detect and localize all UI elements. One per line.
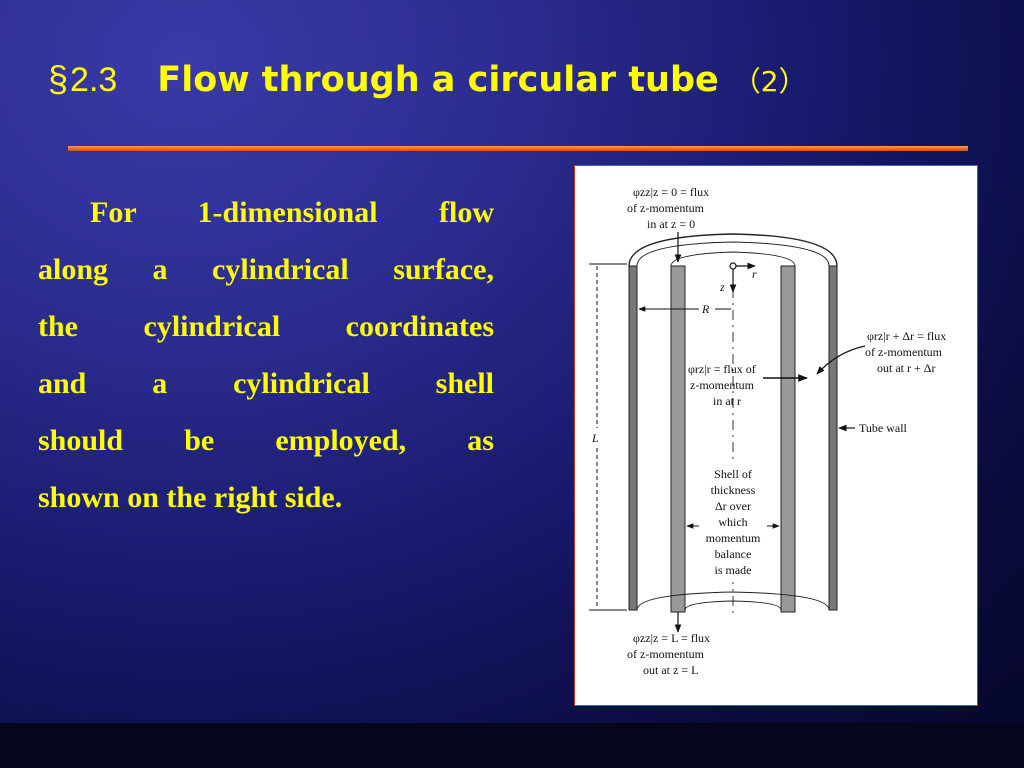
tube-bottom-curve — [636, 591, 830, 611]
shell-label-bg — [697, 464, 769, 582]
shell-label-line-5: momentum — [706, 531, 761, 545]
radius-label-bg — [699, 300, 715, 316]
top-flux-line-2: of z-momentum — [627, 201, 705, 215]
title-text: Flow through a circular tube — [157, 60, 719, 100]
body-line: along a cylindrical surface, — [38, 253, 494, 286]
inner-flux-line-3: in at r — [713, 394, 741, 408]
right-flux-line-3: out at r + Δr — [877, 361, 935, 375]
bottom-flux-line-1: φzz|z = L = flux — [633, 631, 710, 645]
body-line: shown on the right side. — [38, 481, 343, 514]
tube-wall-right — [828, 265, 838, 611]
body-line: the cylindrical coordinates — [38, 310, 494, 343]
bottom-flux-line-2: of z-momentum — [627, 647, 705, 661]
tube-top-ellipse — [628, 233, 838, 267]
top-flux-line-1: φzz|z = 0 = flux — [633, 185, 709, 199]
r-axis-label: r — [752, 267, 757, 281]
shell-label-line-7: is made — [715, 563, 752, 577]
body-line: should be employed, as — [38, 424, 494, 457]
inner-flux-line-2: z-momentum — [690, 378, 755, 392]
shell-label-line-3: Δr over — [715, 499, 751, 513]
shell-label-line-6: balance — [715, 547, 752, 561]
body-line: and a cylindrical shell — [38, 367, 494, 400]
body-paragraph: For 1-dimensional flow along a cylindric… — [38, 184, 494, 526]
top-flux-line-3: in at z = 0 — [647, 217, 695, 231]
origin-marker — [729, 262, 737, 270]
tube-top-ellipse-inner — [636, 241, 830, 267]
shell-label-line-2: thickness — [711, 483, 756, 497]
shell-label-line-1: Shell of — [714, 467, 752, 481]
length-label: L — [591, 431, 599, 445]
right-flux-line-1: φrz|r + Δr = flux — [867, 329, 946, 343]
right-flux-line-2: of z-momentum — [865, 345, 943, 359]
tube-wall-label: Tube wall — [859, 421, 908, 435]
shell-label-line-4: which — [718, 515, 747, 529]
z-axis-label: z — [719, 280, 725, 294]
slide-title: §2.3 Flow through a circular tube （2） — [48, 58, 807, 100]
title-suffix: （2） — [732, 65, 807, 98]
length-label-bg — [589, 428, 605, 446]
body-line: For 1-dimensional flow — [90, 196, 494, 229]
inner-flux-line-1: φrz|r = flux of — [688, 362, 756, 376]
section-number: 2.3 — [70, 61, 118, 99]
title-divider — [68, 146, 968, 151]
bottom-flux-line-3: out at z = L — [643, 663, 698, 677]
tube-wall-left — [628, 265, 638, 611]
shell-wall-right — [780, 265, 796, 613]
radius-label: R — [701, 302, 710, 316]
right-flux-arrow — [816, 345, 866, 375]
section-symbol: § — [48, 58, 69, 99]
shell-wall-left — [670, 265, 686, 613]
tube-diagram: r z R L φzz|z = 0 = flux of z-momentum i… — [574, 165, 978, 706]
tube-diagram-svg: r z R L φzz|z = 0 = flux of z-momentum i… — [589, 185, 946, 677]
